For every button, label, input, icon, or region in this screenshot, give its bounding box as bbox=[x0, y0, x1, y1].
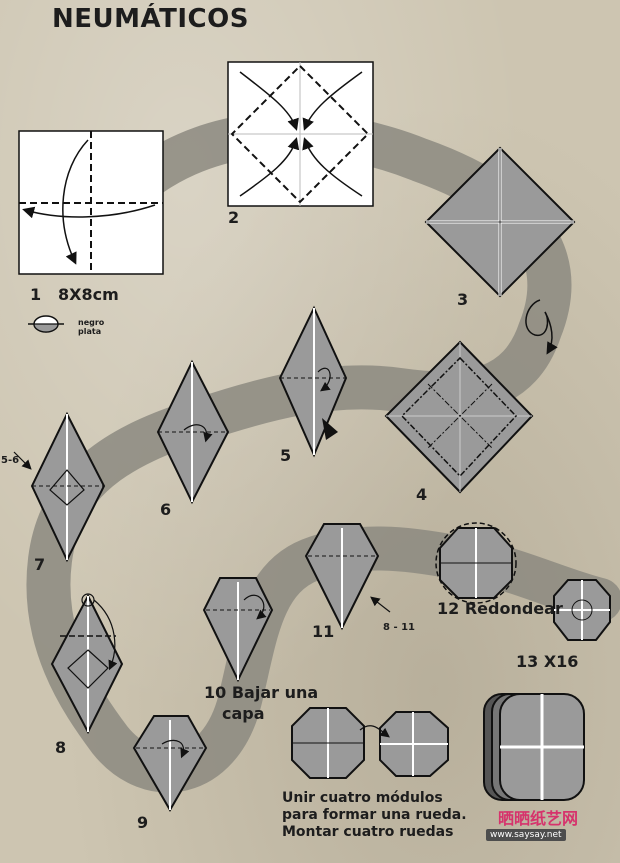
assembly-instructions: Unir cuatro módulos para formar una rued… bbox=[282, 790, 467, 841]
step-8-kite bbox=[50, 593, 124, 735]
step-13-octagon bbox=[553, 579, 611, 641]
watermark-logo: 晒晒纸艺网 bbox=[498, 805, 578, 829]
ref-8-11-label: 8 - 11 bbox=[383, 622, 415, 633]
step-10-kite bbox=[202, 577, 274, 683]
step-11-label: 11 bbox=[312, 622, 335, 641]
step-7-kite bbox=[13, 411, 106, 563]
step-1-label: 1 bbox=[30, 285, 42, 304]
step-5-kite bbox=[278, 305, 348, 458]
instruction-line-2: para formar una rueda. bbox=[282, 807, 467, 823]
step-5-label: 5 bbox=[280, 446, 292, 465]
color-legend bbox=[28, 315, 64, 333]
step-10-label-line2: capa bbox=[222, 704, 265, 723]
watermark-logo-text: 晒晒纸艺网 bbox=[498, 809, 579, 828]
instruction-line-3: Montar cuatro ruedas bbox=[282, 824, 454, 840]
legend-top-label: negro bbox=[78, 318, 105, 327]
legend-bottom-label: plata bbox=[78, 327, 102, 336]
step-9-kite bbox=[132, 715, 208, 812]
paper-size-label: 8X8cm bbox=[58, 285, 119, 304]
instruction-line-1: Unir cuatro módulos bbox=[282, 790, 443, 806]
page-title: NEUMÁTICOS bbox=[52, 4, 249, 34]
step-4-diamond bbox=[384, 340, 534, 494]
step-12-label: 12 Redondear bbox=[437, 599, 563, 618]
step-10-label-line1: 10 Bajar una bbox=[204, 683, 319, 702]
step-2-square bbox=[227, 61, 374, 207]
step-8-label: 8 bbox=[55, 738, 67, 757]
step-13-label: 13 X16 bbox=[516, 652, 579, 671]
step-6-kite bbox=[156, 359, 230, 505]
step-12-octagon bbox=[435, 522, 517, 604]
step-3-diamond bbox=[424, 146, 576, 355]
assembly-modules bbox=[291, 707, 449, 779]
assembled-wheel bbox=[483, 693, 585, 801]
step-1-square bbox=[18, 130, 164, 275]
step-6-label: 6 bbox=[160, 500, 172, 519]
step-4-label: 4 bbox=[416, 485, 428, 504]
step-2-label: 2 bbox=[228, 208, 240, 227]
ref-5-6-label: 5-6 bbox=[1, 455, 20, 466]
step-3-label: 3 bbox=[457, 290, 469, 309]
watermark-url: www.saysay.net bbox=[486, 829, 566, 841]
step-7-label: 7 bbox=[34, 555, 46, 574]
step-11-kite bbox=[304, 523, 391, 631]
step-9-label: 9 bbox=[137, 813, 149, 832]
